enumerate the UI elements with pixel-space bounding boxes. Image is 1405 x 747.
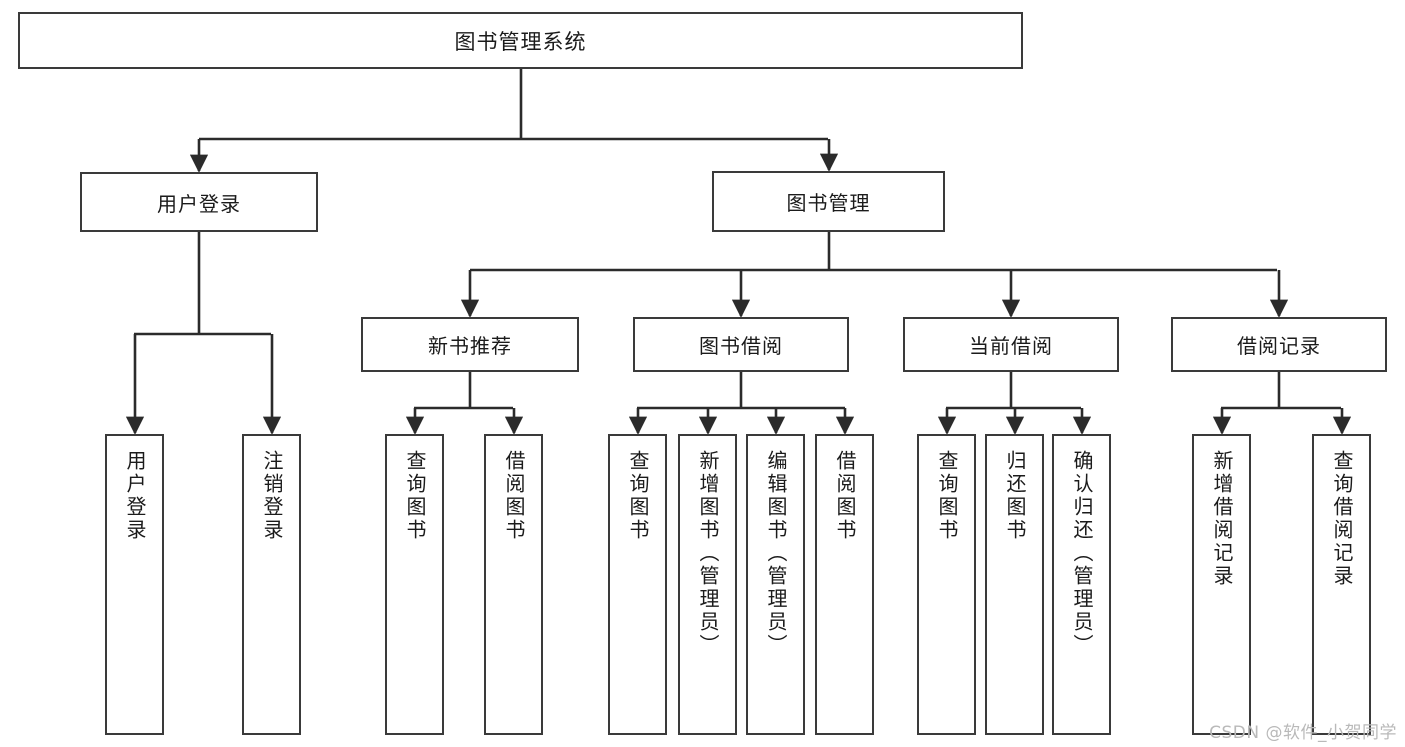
node-label: 确认归还（管理员） xyxy=(1070,450,1094,657)
node-label: 用户登录 xyxy=(157,191,241,216)
node-label: 图书管理 xyxy=(786,191,871,215)
node-borrow[interactable]: 图书借阅 xyxy=(633,317,849,372)
node-l-rc-add[interactable]: 新增借阅记录 xyxy=(1192,434,1251,735)
node-l-bo-query[interactable]: 查询图书 xyxy=(608,434,667,735)
node-bookmgmt[interactable]: 图书管理 xyxy=(712,171,945,232)
node-root[interactable]: 图书管理系统 xyxy=(18,12,1023,69)
node-l-logout[interactable]: 注销登录 xyxy=(242,434,301,735)
watermark-text: CSDN @软件_小贺同学 xyxy=(1209,723,1397,743)
node-label: 注销登录 xyxy=(260,450,284,542)
node-l-nb-query[interactable]: 查询图书 xyxy=(385,434,444,735)
edge-layer xyxy=(125,69,1352,435)
node-label: 当前借阅 xyxy=(969,334,1053,358)
node-label: 新书推荐 xyxy=(428,334,512,358)
node-l-nb-borrow[interactable]: 借阅图书 xyxy=(484,434,543,735)
node-newbook[interactable]: 新书推荐 xyxy=(361,317,579,372)
node-label: 新增借阅记录 xyxy=(1210,450,1234,588)
node-l-bo-add[interactable]: 新增图书（管理员） xyxy=(678,434,737,735)
node-l-login[interactable]: 用户登录 xyxy=(105,434,164,735)
node-label: 查询图书 xyxy=(935,450,959,542)
node-label: 借阅图书 xyxy=(833,450,857,542)
node-label: 查询借阅记录 xyxy=(1330,450,1354,588)
node-label: 借阅图书 xyxy=(502,450,526,542)
node-login[interactable]: 用户登录 xyxy=(80,172,318,232)
node-label: 新增图书（管理员） xyxy=(696,450,720,657)
node-l-cu-query[interactable]: 查询图书 xyxy=(917,434,976,735)
node-label: 图书管理系统 xyxy=(454,29,587,54)
node-label: 用户登录 xyxy=(123,450,147,542)
node-label: 借阅记录 xyxy=(1237,334,1321,358)
node-label: 查询图书 xyxy=(403,450,427,542)
node-label: 图书借阅 xyxy=(699,334,783,358)
node-label: 查询图书 xyxy=(626,450,650,542)
node-l-cu-conf[interactable]: 确认归还（管理员） xyxy=(1052,434,1111,735)
node-label: 编辑图书（管理员） xyxy=(764,450,788,657)
node-records[interactable]: 借阅记录 xyxy=(1171,317,1387,372)
node-l-bo-borrow[interactable]: 借阅图书 xyxy=(815,434,874,735)
node-label: 归还图书 xyxy=(1003,450,1027,542)
node-l-cu-return[interactable]: 归还图书 xyxy=(985,434,1044,735)
node-l-rc-query[interactable]: 查询借阅记录 xyxy=(1312,434,1371,735)
node-l-bo-edit[interactable]: 编辑图书（管理员） xyxy=(746,434,805,735)
node-current[interactable]: 当前借阅 xyxy=(903,317,1119,372)
